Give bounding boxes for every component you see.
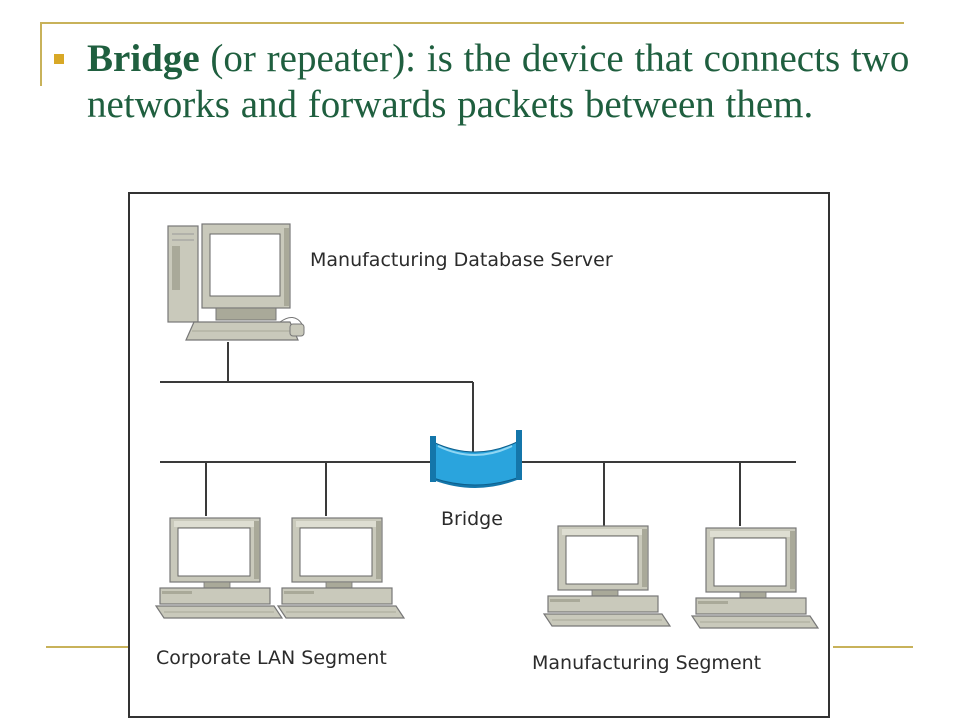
bottom-left-rule <box>46 646 130 648</box>
left-rule <box>40 22 42 86</box>
server-computer-icon <box>167 223 305 341</box>
server-label: Manufacturing Database Server <box>310 249 613 271</box>
workstation-icon <box>155 517 283 619</box>
bullet-text: Bridge (or repeater): is the device that… <box>87 36 949 128</box>
bridge-icon <box>430 430 522 488</box>
bottom-right-rule <box>833 646 913 648</box>
bridge-network-diagram: Manufacturing Database Server Bridge Cor… <box>128 192 830 718</box>
bridge-label: Bridge <box>441 508 503 530</box>
workstation-icon <box>543 525 671 627</box>
corporate-segment-label: Corporate LAN Segment <box>156 647 387 669</box>
diagram-canvas <box>155 223 819 629</box>
top-rule <box>40 22 904 24</box>
workstation-icon <box>277 517 405 619</box>
manufacturing-segment-label: Manufacturing Segment <box>532 652 762 674</box>
workstation-icon <box>691 527 819 629</box>
network-lines <box>160 342 796 526</box>
bullet-term: Bridge <box>87 37 200 80</box>
bullet-description: (or repeater): is the device that connec… <box>87 37 910 126</box>
bullet-marker <box>54 54 64 64</box>
